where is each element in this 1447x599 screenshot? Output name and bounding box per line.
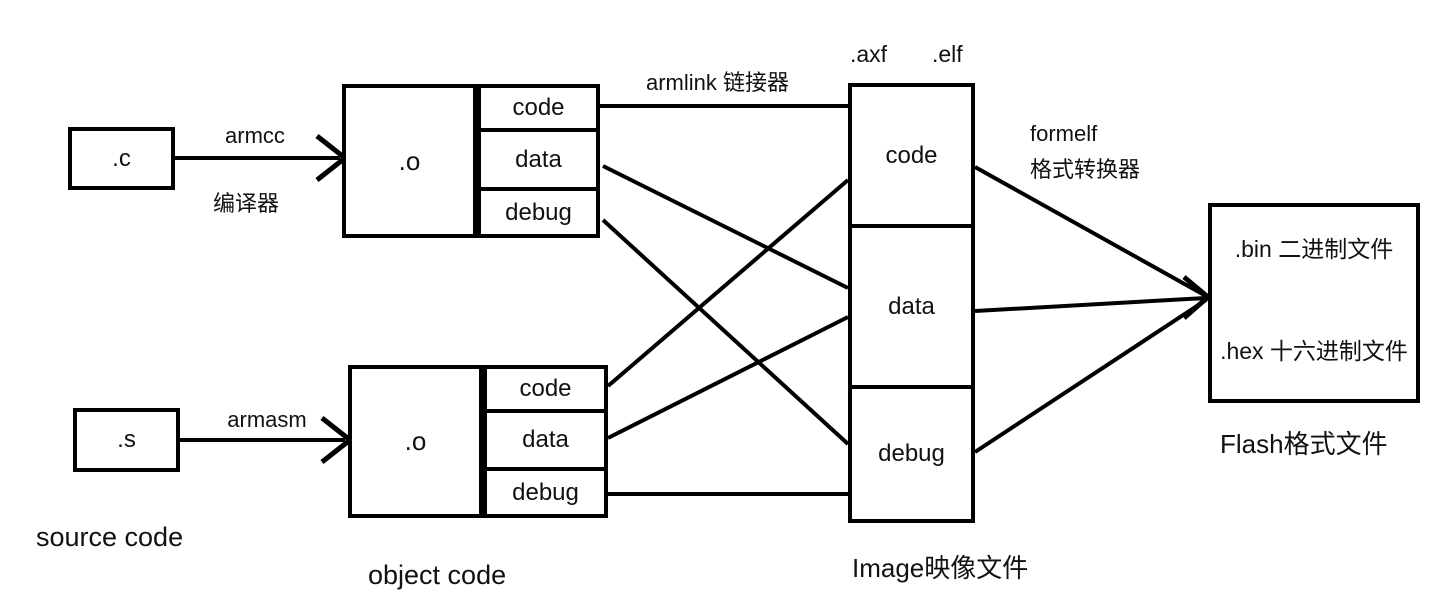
bottom-object-section-code: code	[487, 369, 604, 409]
link-imagedata-to-flash	[974, 296, 1207, 313]
source-code-caption: source code	[36, 522, 184, 552]
axf-label: .axf	[850, 41, 888, 67]
image-section-debug: debug	[852, 385, 971, 519]
link-imagecode-to-flash	[974, 165, 1207, 298]
format-converter-label: 格式转换器	[1030, 157, 1141, 182]
flash-bin-label: .bin 二进制文件	[1234, 236, 1394, 262]
link-bottomcode-to-imagecode	[606, 178, 850, 388]
image-file-box: code data debug	[848, 83, 975, 523]
section-label: data	[888, 292, 935, 320]
bottom-object-section-data: data	[487, 409, 604, 467]
bottom-object-box: .o	[348, 365, 483, 518]
link-topdata-to-imagedata	[602, 164, 849, 290]
image-section-code: code	[852, 87, 971, 224]
top-object-sections: code data debug	[477, 84, 600, 238]
armlink-label: armlink 链接器	[646, 70, 790, 95]
s-file-box: .s	[73, 408, 180, 472]
compiler-label: 编译器	[212, 191, 279, 216]
elf-label: .elf	[932, 41, 963, 67]
object-code-caption: object code	[368, 560, 507, 590]
section-label: debug	[878, 440, 945, 467]
image-section-data: data	[852, 224, 971, 385]
formelf-label: formelf	[1030, 121, 1098, 146]
link-imagedebug-to-flash	[973, 298, 1208, 454]
bottom-object-sections: code data debug	[483, 365, 608, 518]
link-bottomdata-to-imagedata	[607, 315, 849, 440]
section-label: debug	[512, 478, 579, 506]
bottom-object-section-debug: debug	[487, 467, 604, 514]
flash-file-caption: Flash格式文件	[1220, 429, 1388, 459]
armasm-label: armasm	[227, 407, 307, 432]
s-file-label: .s	[117, 426, 136, 453]
c-file-box: .c	[68, 127, 175, 190]
link-topdebug-to-imagedebug	[601, 218, 850, 446]
c-file-label: .c	[112, 144, 131, 172]
top-object-label: .o	[398, 145, 421, 176]
section-label: code	[519, 375, 572, 402]
section-label: code	[885, 141, 938, 169]
top-object-box: .o	[342, 84, 477, 238]
top-object-section-data: data	[481, 128, 596, 187]
flash-file-box	[1208, 203, 1420, 403]
armcc-label: armcc	[225, 123, 285, 148]
section-label: debug	[505, 198, 572, 226]
bottom-object-label: .o	[404, 426, 427, 456]
section-label: data	[515, 145, 562, 173]
flash-hex-label: .hex 十六进制文件	[1220, 338, 1408, 364]
image-file-caption: Image映像文件	[852, 553, 1029, 583]
section-label: code	[512, 94, 565, 121]
top-object-section-code: code	[481, 88, 596, 128]
top-object-section-debug: debug	[481, 187, 596, 234]
section-label: data	[522, 426, 569, 453]
